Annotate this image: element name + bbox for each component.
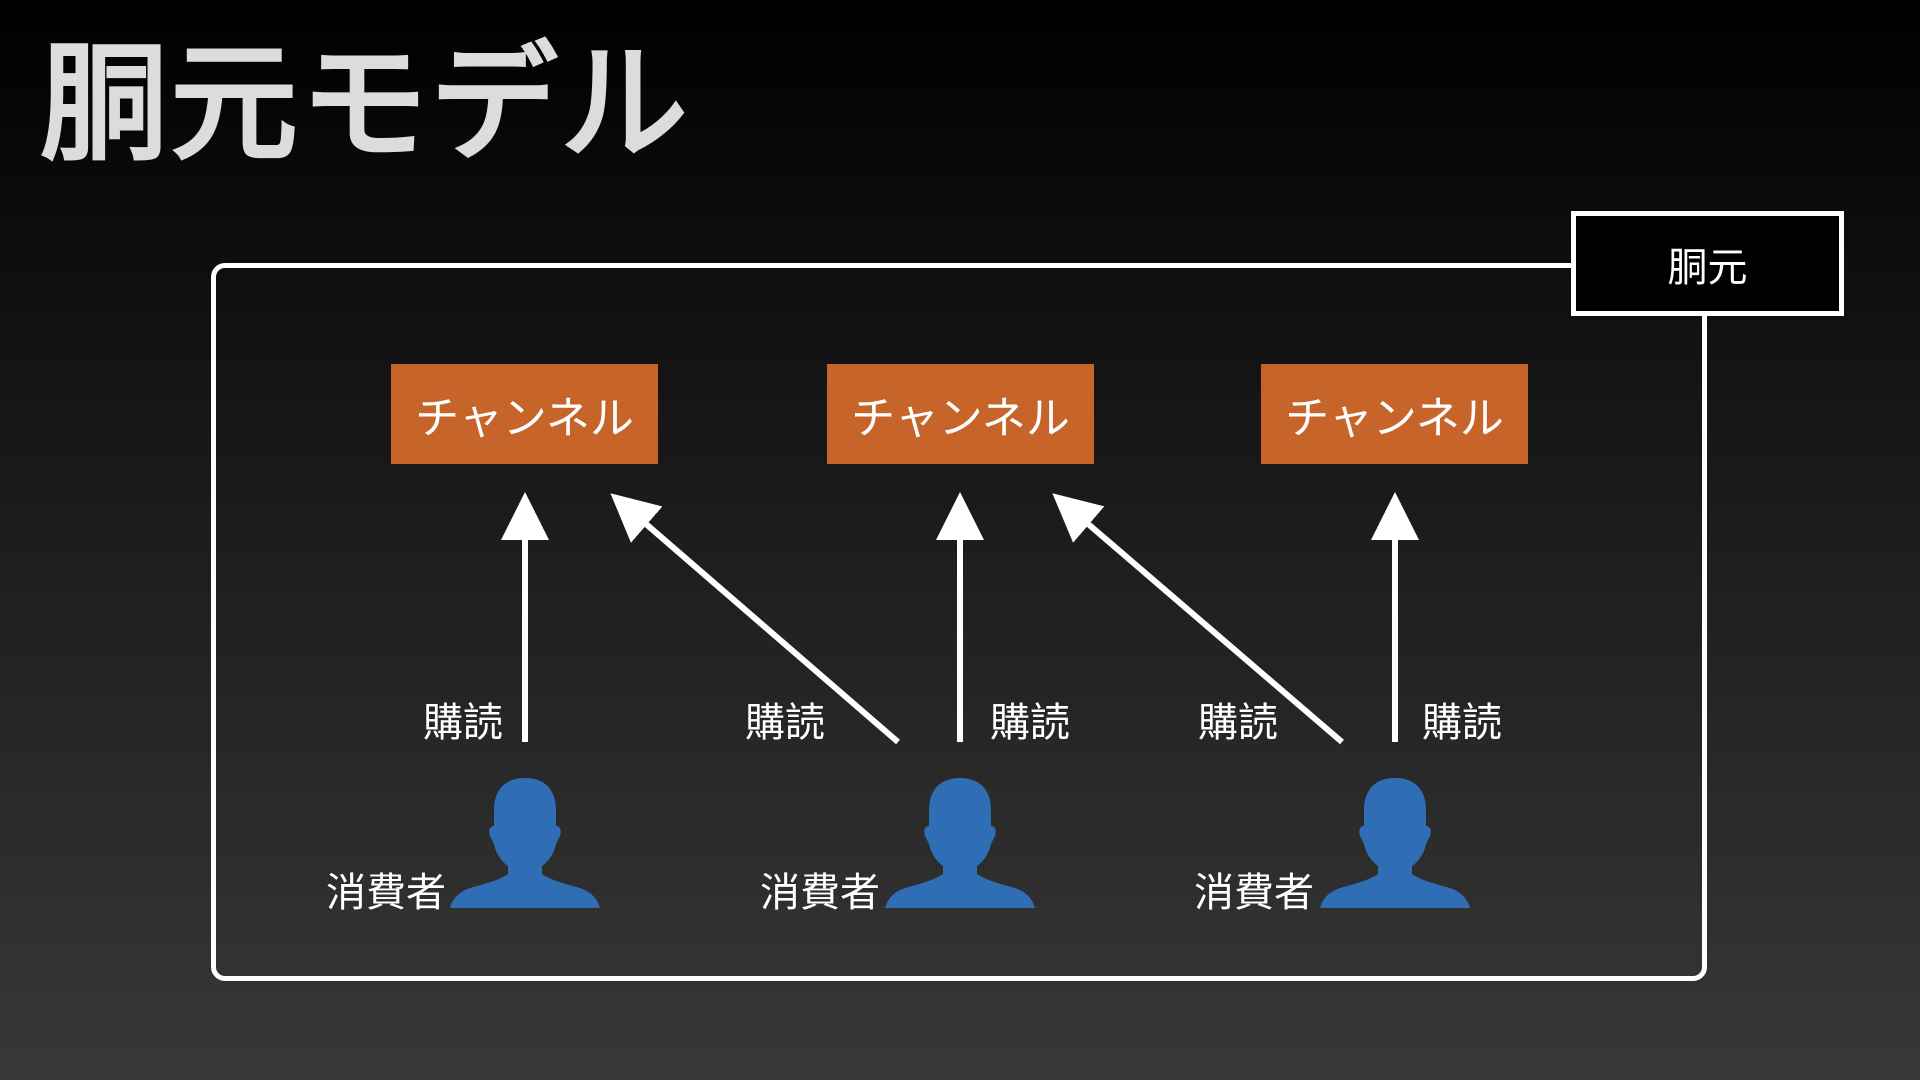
organizer-frame: [211, 263, 1707, 981]
subscription-label: 購読: [990, 700, 1070, 746]
consumer-label: 消費者: [1194, 870, 1314, 916]
consumer-label: 消費者: [760, 870, 880, 916]
subscription-label: 購読: [1422, 700, 1502, 746]
subscription-label: 購読: [1198, 700, 1278, 746]
subscription-arrows: [501, 492, 1419, 745]
channel-box: チャンネル: [1261, 364, 1528, 464]
organizer-label: 胴元: [1571, 211, 1844, 316]
page-title: 胴元モデル: [40, 30, 691, 179]
channel-box: チャンネル: [827, 364, 1094, 464]
subscription-label: 購読: [423, 700, 503, 746]
subscription-label: 購読: [745, 700, 825, 746]
arrow-consumer3-to-channel2: [1052, 493, 1344, 745]
channel-box: チャンネル: [391, 364, 658, 464]
consumer-label: 消費者: [326, 870, 446, 916]
arrow-consumer2-to-channel1: [610, 493, 900, 745]
